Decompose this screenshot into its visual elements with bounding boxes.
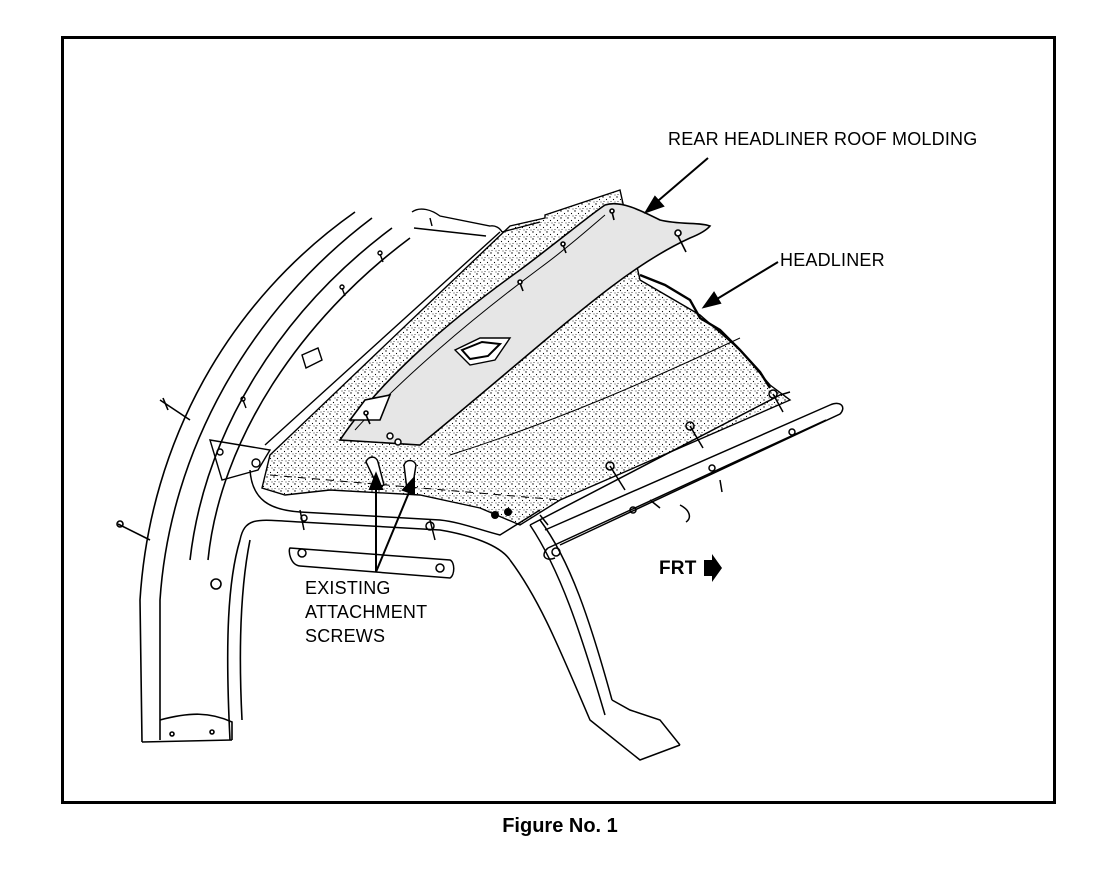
figure-caption: Figure No. 1 (502, 815, 618, 837)
label-headliner: HEADLINER (780, 250, 885, 270)
rear-header-rail (239, 469, 541, 579)
label-rear-headliner-roof-molding: REAR HEADLINER ROOF MOLDING (668, 129, 978, 149)
headliner-fold-line (449, 337, 741, 456)
leader-arrows (368, 157, 779, 573)
label-front: FRT (659, 558, 697, 579)
front-pillar-trim (509, 519, 681, 761)
rear-pillar-trim (116, 211, 411, 743)
label-screws-line: EXISTING (305, 578, 391, 598)
label-screws-line: ATTACHMENT (305, 602, 428, 622)
front-arrow-icon (704, 554, 722, 582)
side-roof-rail (529, 389, 844, 560)
label-existing-attachment-screws: EXISTING ATTACHMENT SCREWS (305, 576, 427, 648)
rear-headliner-roof-molding (338, 202, 712, 446)
headliner-torn-edge (639, 273, 772, 389)
label-screws-line: SCREWS (305, 626, 386, 646)
